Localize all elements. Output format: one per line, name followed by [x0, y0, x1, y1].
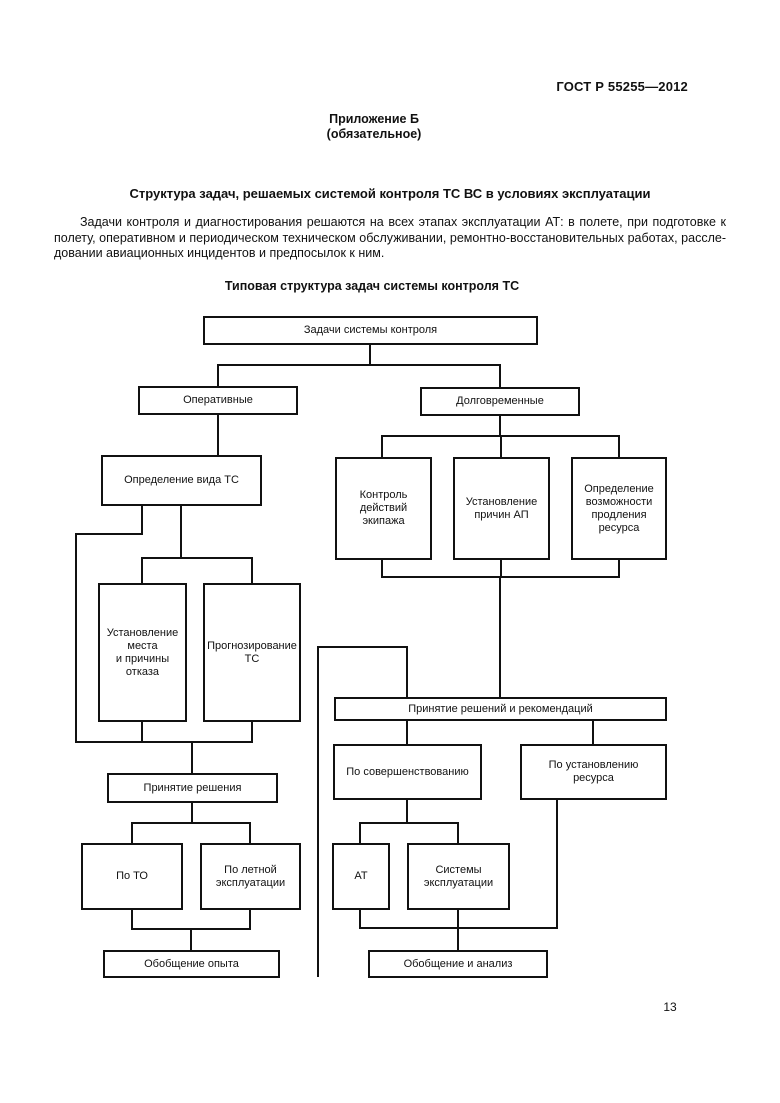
connector-line [359, 822, 459, 824]
flow-node-po-ustanovleniyu-resursa: По установлению ресурса [520, 744, 667, 800]
connector-line [75, 533, 143, 535]
flow-node-prognoz-ts: Прогнозирование ТС [203, 583, 301, 722]
connector-line [251, 722, 253, 742]
connector-line [191, 742, 193, 773]
connector-line [406, 721, 408, 744]
paragraph-line: Задачи контроля и диагностирования решаю… [80, 215, 726, 229]
connector-line [190, 929, 192, 950]
connector-line [500, 560, 502, 577]
connector-line [499, 416, 501, 436]
connector-line [251, 558, 253, 583]
connector-line [141, 558, 143, 583]
flow-node-operative: Оперативные [138, 386, 298, 415]
connector-line [141, 557, 253, 559]
flow-node-po-letnoy: По летной эксплуатации [200, 843, 301, 910]
paragraph-line: полету, оперативном и периодическом техн… [54, 230, 726, 245]
connector-line [457, 910, 459, 928]
appendix-subtitle: (обязательное) [326, 127, 422, 141]
connector-line [381, 560, 383, 577]
flow-node-decisions-recommendations: Принятие решений и рекомендаций [334, 697, 667, 721]
connector-line [369, 345, 371, 365]
connector-line [217, 364, 501, 366]
body-paragraph: Задачи контроля и диагностирования решаю… [54, 215, 726, 262]
connector-line [141, 506, 143, 534]
diagram-caption: Типовая структура задач системы контроля… [224, 279, 520, 293]
paragraph-line: довании авиационных инцидентов и предпос… [54, 246, 385, 260]
connector-line [500, 436, 502, 457]
flow-node-decision: Принятие решения [107, 773, 278, 803]
flow-node-sistemy-ekspluatatsii: Системы эксплуатации [407, 843, 510, 910]
section-title: Структура задач, решаемых системой контр… [129, 186, 651, 201]
connector-line [131, 823, 133, 843]
flow-node-po-sovershenstvovaniyu: По совершенствованию [333, 744, 482, 800]
connector-line [180, 506, 182, 558]
connector-line [249, 823, 251, 843]
connector-line [499, 577, 501, 697]
connector-line [75, 741, 253, 743]
connector-line [618, 436, 620, 457]
flow-node-obobshchenie-opyta: Обобщение опыта [103, 950, 280, 978]
connector-line [457, 928, 459, 950]
connector-line [131, 822, 251, 824]
connector-line [406, 647, 408, 697]
connector-line [75, 534, 77, 742]
flow-node-longterm: Долговременные [420, 387, 580, 416]
connector-line [592, 721, 594, 744]
flow-node-tasks: Задачи системы контроля [203, 316, 538, 345]
connector-line [317, 646, 408, 648]
connector-line [191, 803, 193, 823]
connector-line [217, 415, 219, 455]
connector-line [359, 910, 361, 928]
flow-node-crew-control: Контроль действий экипажа [335, 457, 432, 560]
connector-line [406, 800, 408, 823]
connector-line [217, 365, 219, 386]
flow-node-prichin-ap: Установление причин АП [453, 457, 550, 560]
connector-line [141, 722, 143, 742]
appendix-title: Приложение Б [329, 112, 419, 126]
document-header: ГОСТ Р 55255—2012 [556, 79, 688, 94]
connector-line [249, 910, 251, 929]
connector-line [381, 436, 383, 457]
connector-line [556, 800, 558, 928]
flow-node-obobshchenie-analiz: Обобщение и анализ [368, 950, 548, 978]
connector-line [618, 560, 620, 577]
page-number: 13 [663, 1000, 677, 1014]
connector-line [359, 823, 361, 843]
connector-line [499, 365, 501, 387]
connector-line [317, 647, 319, 977]
flow-node-po-to: По ТО [81, 843, 183, 910]
flow-node-vid-ts: Определение вида ТС [101, 455, 262, 506]
connector-line [131, 910, 133, 929]
flow-node-resource-extension: Определение возможности продления ресурс… [571, 457, 667, 560]
flow-node-mesto-otkaza: Установление места и причины отказа [98, 583, 187, 722]
connector-line [457, 823, 459, 843]
flow-node-at: АТ [332, 843, 390, 910]
